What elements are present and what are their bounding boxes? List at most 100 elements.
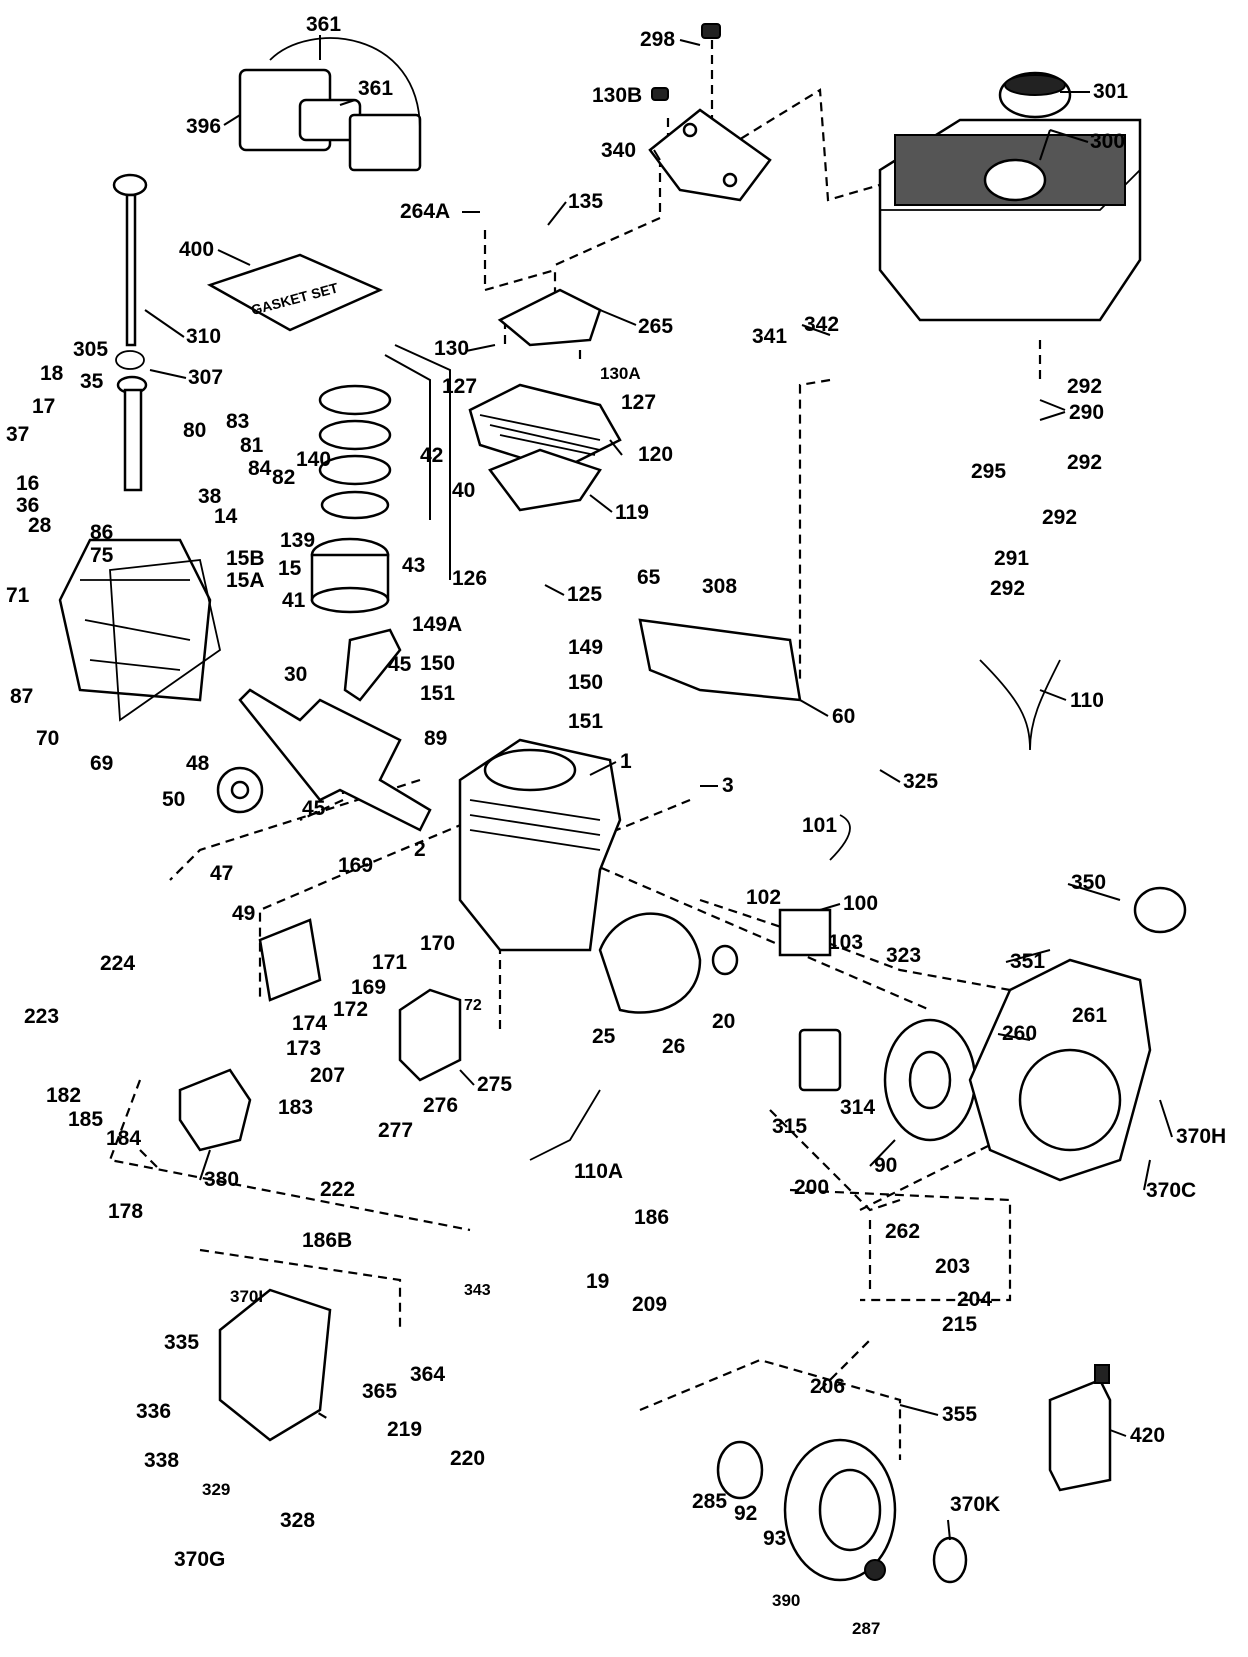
part-340-bracket (648, 108, 772, 202)
label-277: 277 (378, 1119, 413, 1142)
label-292-a: 292 (1067, 375, 1102, 398)
label-28: 28 (28, 514, 52, 537)
label-140: 140 (296, 448, 331, 471)
label-16: 16 (16, 472, 39, 495)
label-184: 184 (106, 1127, 141, 1150)
label-110a: 110A (574, 1160, 623, 1183)
part-420-oil-bottle (1048, 1364, 1112, 1492)
label-87: 87 (10, 685, 33, 708)
label-261: 261 (1072, 1004, 1107, 1027)
part-41-piston (310, 537, 390, 614)
label-38: 38 (198, 485, 222, 508)
label-186b: 186B (302, 1229, 352, 1252)
label-275: 275 (477, 1073, 512, 1096)
label-15: 15 (278, 557, 302, 580)
part-287-knob (864, 1559, 886, 1581)
label-83: 83 (226, 410, 249, 433)
label-135: 135 (568, 190, 603, 213)
label-75: 75 (90, 544, 114, 567)
label-41: 41 (282, 589, 306, 612)
label-292-c: 292 (1042, 506, 1077, 529)
part-305-dipstick-tube (116, 375, 148, 492)
part-285-cup (716, 1440, 764, 1500)
label-92: 92 (734, 1502, 757, 1525)
label-260: 260 (1002, 1022, 1037, 1045)
part-1-cylinder-block (458, 738, 622, 952)
label-220: 220 (450, 1447, 485, 1470)
part-120-cylinder-head (468, 383, 622, 472)
part-301-fuel-cap (998, 71, 1072, 119)
label-290: 290 (1069, 401, 1104, 424)
part-110a-wire (529, 1089, 601, 1161)
label-170: 170 (420, 932, 455, 955)
part-30-crankshaft (238, 688, 432, 832)
part-172-spacer (258, 918, 322, 1002)
label-323: 323 (886, 944, 921, 967)
label-341: 341 (752, 325, 787, 348)
label-300: 300 (1090, 130, 1125, 153)
label-420: 420 (1130, 1424, 1165, 1447)
part-70-crankcase-cover (58, 538, 212, 702)
label-47: 47 (210, 862, 233, 885)
label-169-bottom: 169 (351, 976, 386, 999)
label-65: 65 (637, 566, 661, 589)
part-275-muffler (398, 988, 462, 1082)
label-130b: 130B (592, 84, 642, 107)
part-310-dipstick (112, 173, 148, 370)
label-370h: 370H (1176, 1125, 1226, 1148)
label-370i: 370I (230, 1287, 263, 1306)
label-126: 126 (452, 567, 487, 590)
label-17: 17 (32, 395, 55, 418)
label-71: 71 (6, 584, 30, 607)
label-183: 183 (278, 1096, 313, 1119)
label-380: 380 (204, 1168, 239, 1191)
label-70: 70 (36, 727, 59, 750)
label-185: 185 (68, 1108, 103, 1131)
label-40: 40 (452, 479, 475, 502)
part-315-ignition-module (798, 1028, 842, 1092)
label-80: 80 (183, 419, 206, 442)
label-355: 355 (942, 1403, 977, 1426)
label-173: 173 (286, 1037, 321, 1060)
label-338: 338 (144, 1449, 179, 1472)
part-45-connecting-rod (343, 628, 402, 702)
label-26: 26 (662, 1035, 685, 1058)
label-169-top: 169 (338, 854, 373, 877)
part-42-piston-rings (318, 344, 451, 580)
label-361-top: 361 (306, 13, 341, 36)
label-15b: 15B (226, 547, 265, 570)
label-329: 329 (202, 1480, 230, 1499)
label-69: 69 (90, 752, 113, 775)
label-209: 209 (632, 1293, 667, 1316)
label-182: 182 (46, 1084, 81, 1107)
label-203: 203 (935, 1255, 970, 1278)
label-310: 310 (186, 325, 221, 348)
label-265: 265 (638, 315, 673, 338)
part-390-recoil-starter (783, 1438, 897, 1582)
label-110: 110 (1070, 689, 1104, 712)
label-370g: 370G (174, 1548, 225, 1571)
label-30: 30 (284, 663, 307, 686)
label-130: 130 (434, 337, 469, 360)
label-171: 171 (372, 951, 407, 974)
label-292-b: 292 (1067, 451, 1102, 474)
label-84: 84 (248, 457, 272, 480)
label-103: 103 (828, 931, 863, 954)
label-200: 200 (794, 1176, 829, 1199)
label-325: 325 (903, 770, 938, 793)
part-400-gasket-set: GASKET SET (206, 253, 384, 332)
label-219: 219 (387, 1418, 422, 1441)
label-370k: 370K (950, 1493, 1000, 1516)
label-25: 25 (592, 1025, 616, 1048)
label-222: 222 (320, 1178, 355, 1201)
label-43: 43 (402, 554, 425, 577)
label-139: 139 (280, 529, 315, 552)
label-149: 149 (568, 636, 603, 659)
part-100-ignition-coil (778, 814, 851, 957)
label-45-top: 45 (388, 653, 412, 676)
label-314: 314 (840, 1096, 875, 1119)
label-60: 60 (832, 705, 855, 728)
label-178: 178 (108, 1200, 143, 1223)
part-110-wire (979, 659, 1061, 751)
